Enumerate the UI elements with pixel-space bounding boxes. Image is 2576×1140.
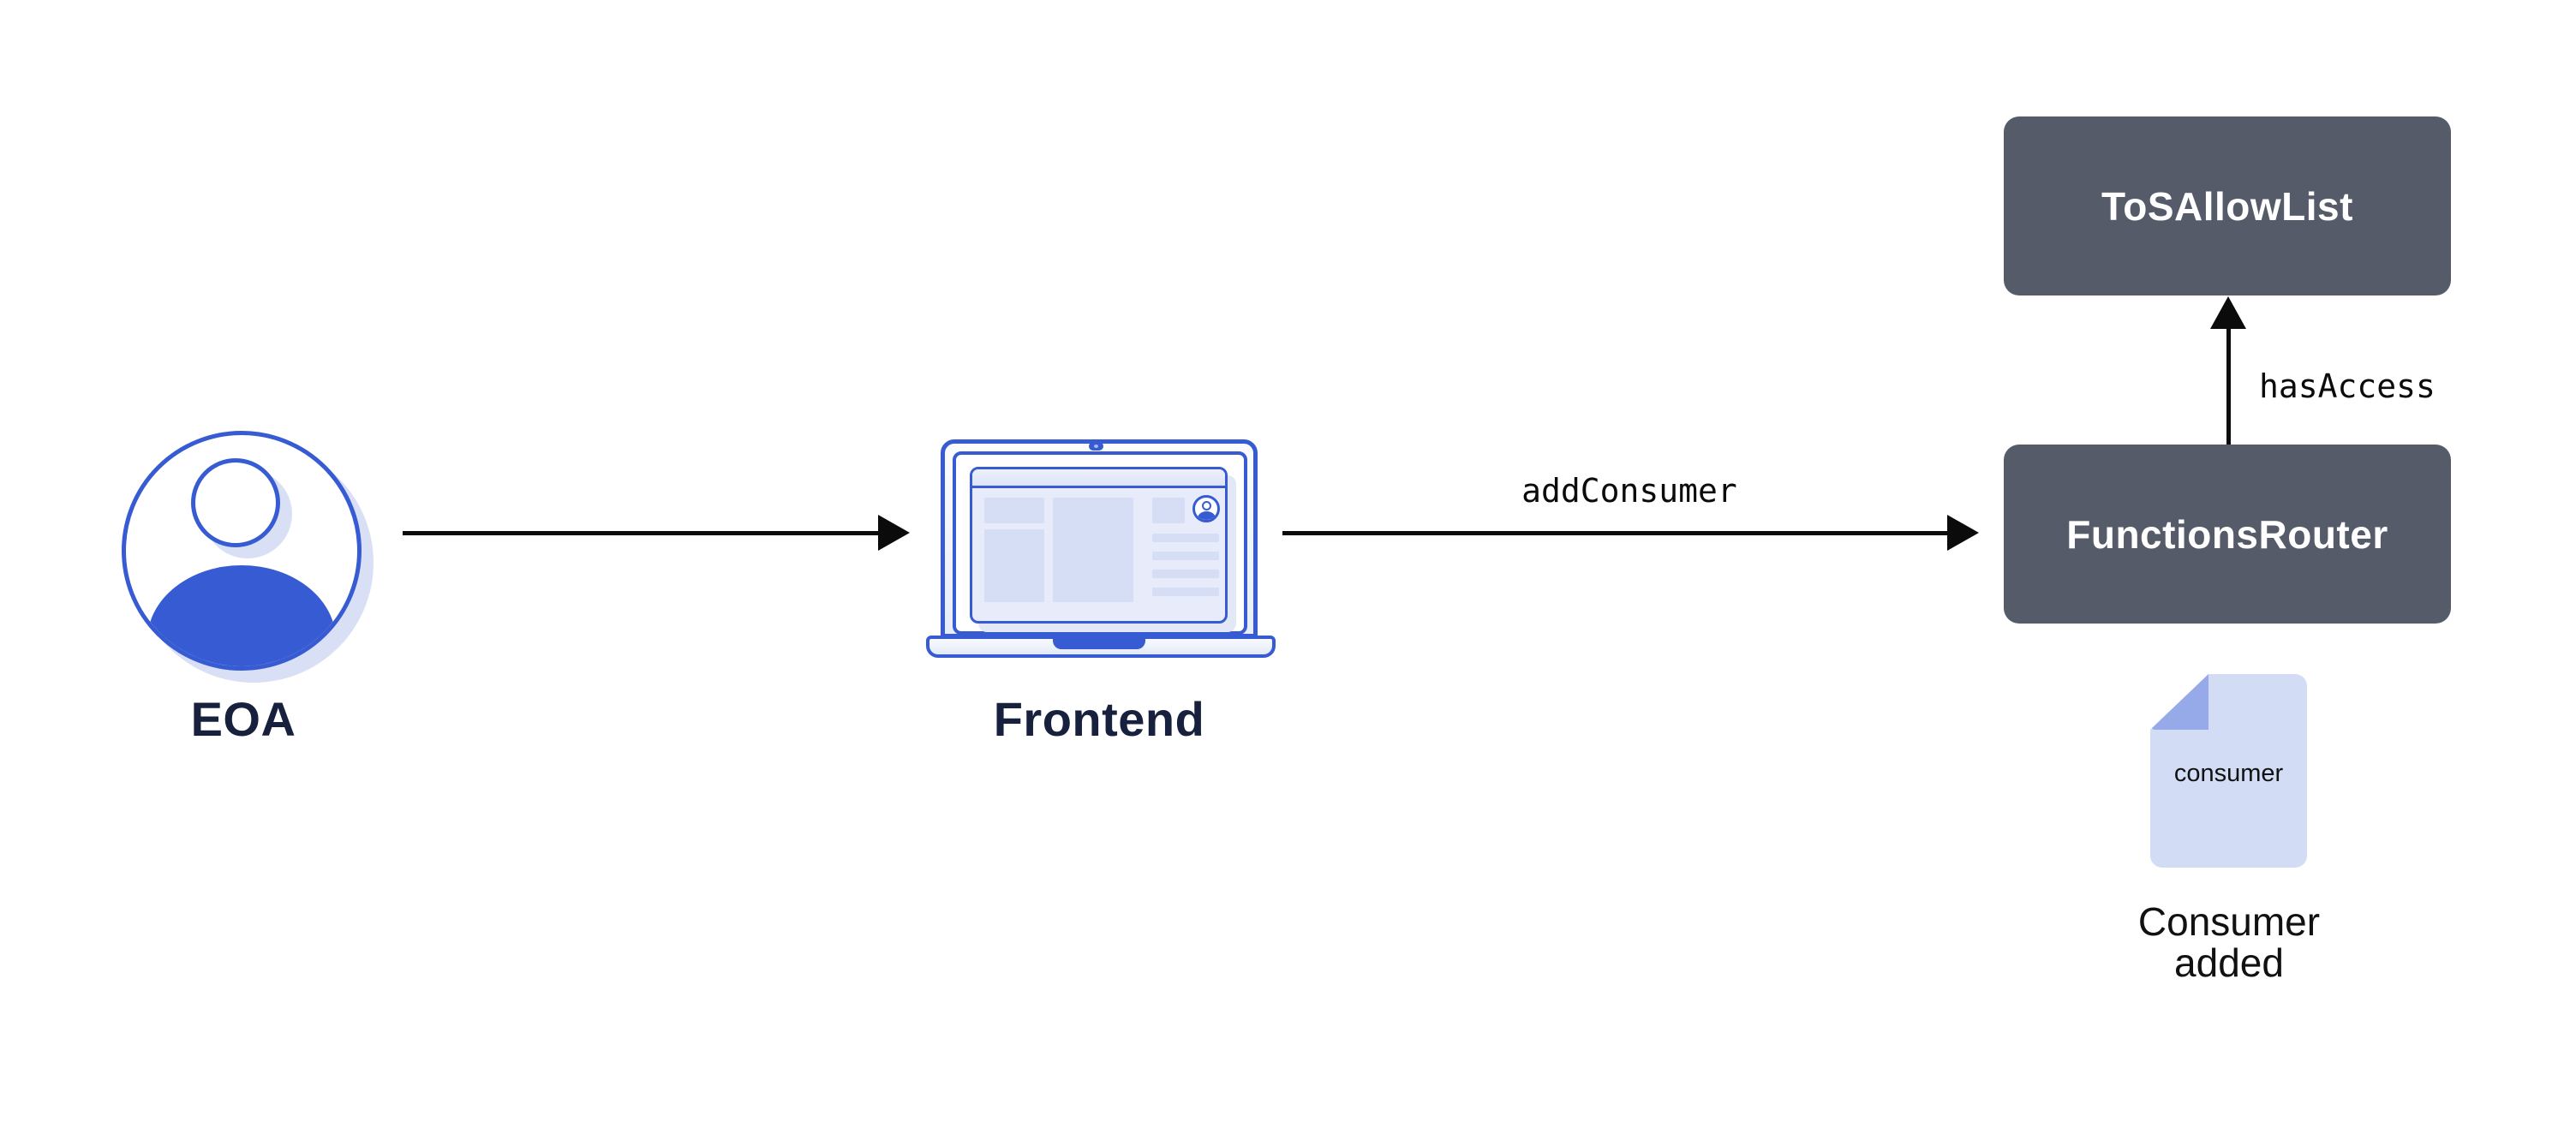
browser-block-left-bottom (984, 529, 1044, 602)
arrow-router-allowlist-head (2210, 296, 2246, 329)
consumer-added-caption: Consumer added (2137, 899, 2321, 985)
addconsumer-edge-label: addConsumer (1521, 472, 1737, 510)
browser-text-line (1152, 534, 1219, 542)
hasaccess-edge-label: hasAccess (2259, 367, 2436, 405)
arrow-router-allowlist-line (2226, 328, 2231, 445)
node-functionsrouter: FunctionsRouter (2004, 445, 2451, 624)
browser-block-center (1053, 498, 1133, 602)
laptop-notch (1053, 637, 1145, 649)
consumer-doc-label: consumer (2173, 760, 2284, 787)
user-shoulders (147, 565, 336, 666)
browser-text-line (1152, 588, 1219, 596)
browser-text-line (1152, 552, 1219, 560)
browser-avatar-head (1202, 501, 1211, 510)
tosallowlist-label: ToSAllowList (2101, 183, 2353, 229)
functionsrouter-label: FunctionsRouter (2066, 511, 2388, 557)
laptop-camera-dot (1094, 445, 1098, 448)
laptop-camera-icon (1089, 442, 1103, 451)
browser-block-left-top (984, 498, 1044, 523)
browser-block-right-top (1152, 498, 1185, 523)
browser-avatar-shoulders (1198, 511, 1216, 520)
document-fold-corner (2150, 674, 2208, 730)
node-tosallowlist: ToSAllowList (2004, 116, 2451, 295)
user-head (191, 458, 280, 547)
frontend-label: Frontend (993, 692, 1205, 746)
browser-user-avatar-icon (1192, 495, 1220, 522)
user-avatar-icon (122, 431, 362, 671)
arrow-eoa-frontend-head (878, 515, 910, 551)
browser-text-line (1152, 570, 1219, 578)
browser-window (970, 467, 1228, 624)
arrow-frontend-router-head (1947, 515, 1979, 551)
browser-topbar (972, 469, 1225, 488)
arrow-eoa-frontend-line (403, 531, 880, 535)
arrow-frontend-router-line (1282, 531, 1949, 535)
eoa-label: EOA (190, 692, 296, 746)
